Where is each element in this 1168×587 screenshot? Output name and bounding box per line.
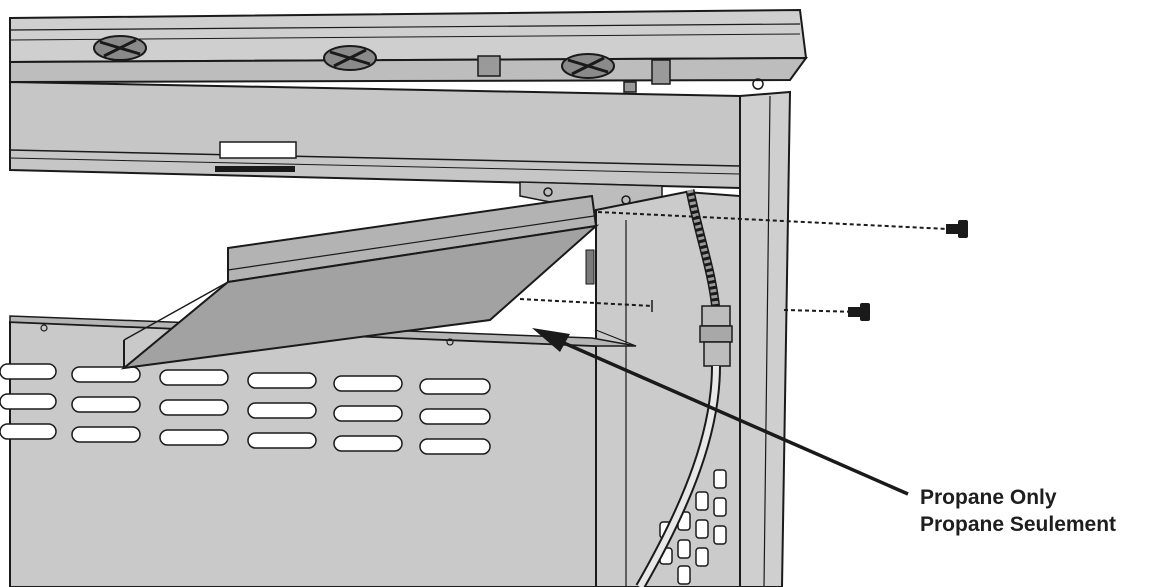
- gas-fitting: [477, 55, 671, 93]
- valve-knob-2: [323, 45, 377, 71]
- mounting-tab: [585, 249, 595, 285]
- right-frame-leg: [739, 78, 792, 587]
- front-fascia: [9, 80, 741, 190]
- top-rail: [9, 8, 808, 84]
- lower-screw-icon: [848, 303, 870, 321]
- upper-screw-guide: [597, 211, 968, 238]
- valve-knob-3: [561, 53, 615, 79]
- lower-vented-panel: [9, 315, 637, 587]
- panel-vent-slots: [0, 363, 491, 455]
- label-slot: [219, 141, 297, 159]
- lower-screw-guide: [519, 298, 870, 321]
- propane-only-callout: Propane Only Propane Seulement: [920, 484, 1116, 538]
- callout-line-french: Propane Seulement: [920, 513, 1117, 536]
- upper-screw-icon: [946, 220, 968, 238]
- callout-line-english: Propane Only: [920, 486, 1057, 509]
- heat-shield: [120, 194, 600, 370]
- gas-hose: [635, 189, 733, 587]
- callout-leader-arrow: [532, 328, 909, 496]
- valve-knob-1: [93, 35, 147, 61]
